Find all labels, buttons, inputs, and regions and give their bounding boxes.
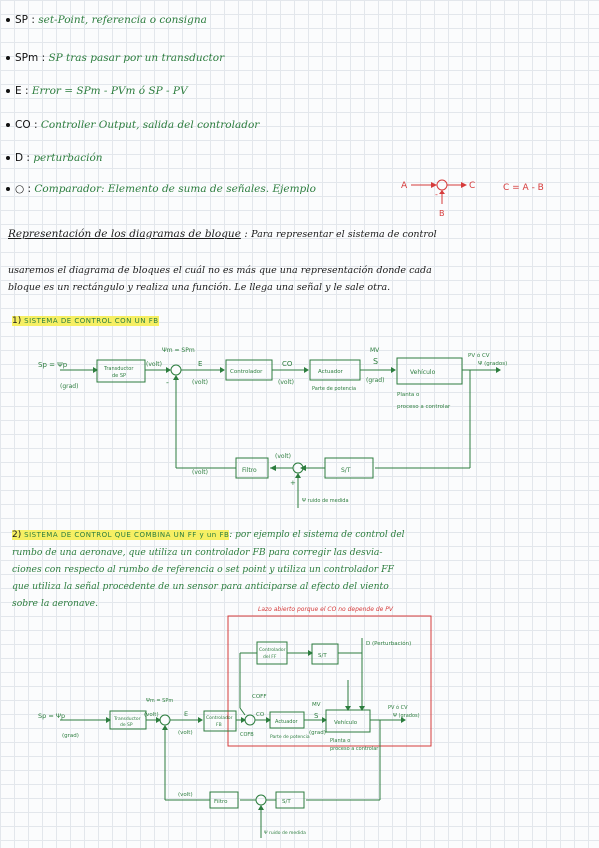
diagram-fb: Sp = Ψp (grad) Transductor de SP (volt) …	[38, 347, 507, 508]
svg-text:S/T: S/T	[282, 799, 291, 805]
svg-text:Actuador: Actuador	[275, 719, 299, 725]
svg-text:(volt): (volt)	[192, 469, 208, 476]
svg-text:Transductor: Transductor	[113, 716, 141, 722]
svg-text:(volt): (volt)	[178, 792, 193, 798]
svg-text:Sp = Ψp: Sp = Ψp	[38, 361, 68, 369]
def-spm: SPm : SP tras pasar por un transductor	[6, 52, 224, 64]
def-d: D : perturbación	[6, 152, 103, 164]
svg-text:(grad): (grad)	[309, 730, 326, 736]
svg-text:Ψm = SPm: Ψm = SPm	[162, 347, 195, 354]
svg-text:CO: CO	[282, 360, 293, 368]
def-error: E : Error = SPm - PVm ó SP - PV	[6, 85, 188, 97]
diagram-ff-fb: Lazo abierto porque el CO no depende de …	[38, 606, 432, 838]
svg-text:Ψ ruido de medida: Ψ ruido de medida	[302, 498, 349, 504]
svg-text:Filtro: Filtro	[214, 799, 228, 805]
comparator-example: A C - B C = A - B	[401, 179, 544, 218]
svg-text:del FF: del FF	[263, 654, 277, 660]
svg-text:Ψm = SPm: Ψm = SPm	[146, 698, 173, 704]
svg-text:E: E	[198, 360, 202, 368]
svg-text:Controlador: Controlador	[230, 369, 263, 375]
svg-text:(grad): (grad)	[62, 733, 79, 739]
svg-text:Parte de potencia: Parte de potencia	[270, 734, 310, 740]
section-heading: Representación de los diagramas de bloqu…	[8, 228, 241, 240]
svg-text:Ψ (grados): Ψ (grados)	[393, 713, 420, 719]
def-sp: SP : set-Point, referencia o consigna	[6, 14, 207, 26]
sub1-title: SISTEMA DE CONTROL CON UN FB	[24, 317, 159, 325]
svg-text:MV: MV	[370, 347, 380, 354]
sub2-paragraph: rumbo de una aeronave, que utiliza un co…	[12, 547, 394, 609]
svg-text:COFF: COFF	[252, 694, 267, 700]
svg-text:+: +	[290, 479, 296, 487]
svg-text:MV: MV	[312, 702, 321, 708]
svg-text:Filtro: Filtro	[242, 467, 257, 474]
sub1-title-line: 1) SISTEMA DE CONTROL CON UN FB	[12, 316, 159, 326]
svg-text:Ψ (grados): Ψ (grados)	[478, 361, 507, 367]
svg-text:S: S	[314, 712, 319, 720]
section-text-3: bloque es un rectángulo y realiza una fu…	[8, 282, 391, 293]
svg-text:S/T: S/T	[341, 467, 351, 474]
svg-text:(volt): (volt)	[278, 379, 294, 386]
svg-text:Sp = Ψp: Sp = Ψp	[38, 712, 65, 720]
svg-text:-: -	[166, 378, 169, 387]
sub2-title: SISTEMA DE CONTROL QUE COMBINA UN FF y u…	[24, 531, 230, 539]
svg-text:CO: CO	[256, 712, 265, 718]
open-loop-note: Lazo abierto porque el CO no depende de …	[258, 606, 394, 613]
svg-text:de SP: de SP	[112, 373, 126, 379]
svg-text:S: S	[373, 357, 378, 366]
example-b: B	[439, 209, 445, 218]
svg-text:(grad): (grad)	[60, 383, 78, 390]
svg-text:Controlador: Controlador	[206, 715, 233, 721]
svg-text:Planta o: Planta o	[330, 738, 350, 744]
def-comparator: ○ : Comparador: Elemento de suma de seña…	[6, 183, 316, 195]
svg-text:(volt): (volt)	[192, 379, 208, 386]
svg-text:de SP: de SP	[120, 722, 133, 728]
svg-text:Vehículo: Vehículo	[334, 719, 358, 726]
svg-text:proceso a controlar: proceso a controlar	[397, 404, 451, 410]
svg-text:Transductor: Transductor	[103, 366, 134, 372]
svg-text:(volt): (volt)	[178, 730, 193, 736]
svg-text:Ψ ruido de medida: Ψ ruido de medida	[264, 830, 306, 836]
svg-text:proceso a controlar: proceso a controlar	[330, 746, 379, 752]
svg-text:Actuador: Actuador	[318, 369, 344, 375]
svg-text:Controlador: Controlador	[259, 647, 286, 653]
svg-text:FB: FB	[216, 722, 222, 728]
def-co: CO : Controller Output, salida del contr…	[6, 119, 259, 131]
example-formula: C = A - B	[503, 183, 544, 193]
svg-text:Parte de potencia: Parte de potencia	[312, 386, 356, 392]
svg-text:(grad): (grad)	[366, 377, 384, 384]
svg-text:PV ó CV: PV ó CV	[388, 704, 408, 711]
svg-text:-: -	[435, 190, 438, 199]
svg-text:PV ó CV: PV ó CV	[468, 352, 490, 359]
example-c: C	[469, 181, 475, 191]
svg-text:D (Perturbación): D (Perturbación)	[366, 640, 411, 647]
svg-text:Planta o: Planta o	[397, 392, 420, 398]
sub2-title-line: 2) SISTEMA DE CONTROL QUE COMBINA UN FF …	[12, 530, 405, 540]
example-a: A	[401, 181, 408, 191]
svg-text:S/T: S/T	[318, 653, 327, 659]
svg-text:E: E	[184, 710, 188, 718]
svg-text:(volt): (volt)	[144, 712, 159, 718]
svg-text:(volt): (volt)	[146, 361, 162, 368]
svg-text:Vehículo: Vehículo	[410, 369, 436, 376]
section-text-2: usaremos el diagrama de bloques el cuál …	[8, 265, 432, 276]
section-heading-line: Representación de los diagramas de bloqu…	[8, 228, 437, 240]
svg-text:COFB: COFB	[240, 732, 254, 738]
svg-text:(volt): (volt)	[275, 453, 291, 460]
